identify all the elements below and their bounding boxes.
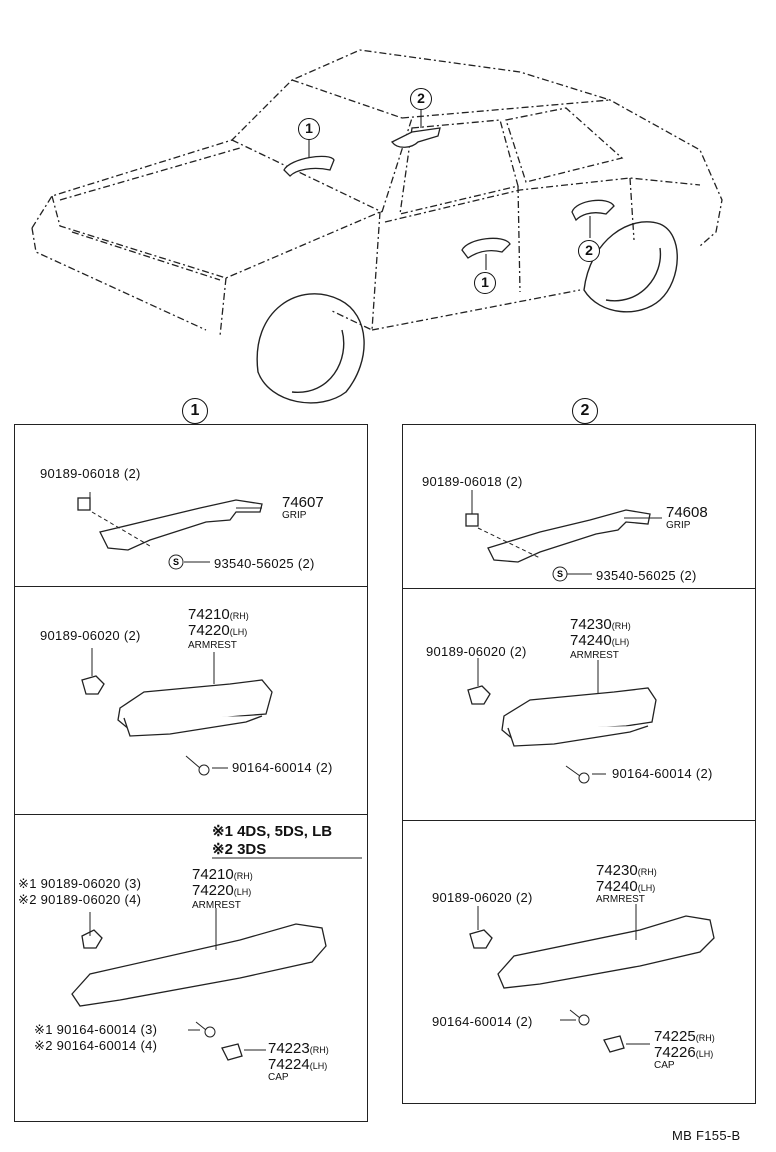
right-cap-lh: 74226(LH) [654, 1044, 713, 1061]
callout-1-door: 1 [474, 272, 496, 294]
left-arm1-rh-suffix: (RH) [229, 611, 249, 621]
left-cap-lh: 74224(LH) [268, 1056, 327, 1073]
right-arm2-rh-suffix: (RH) [637, 867, 657, 877]
left-arm2-rh-suffix: (RH) [233, 871, 253, 881]
right-arm2-lh: 74240(LH) [596, 878, 655, 895]
left-arm2-screw2: ※2 90164-60014 (4) [34, 1038, 158, 1053]
right-arm1-rh: 74230(RH) [570, 616, 631, 633]
note1-text: 4DS, 5DS, LB [237, 823, 333, 840]
footer-code: MB F155-B [672, 1128, 741, 1143]
car-illustration [31, 49, 723, 404]
note2-text: 3DS [237, 841, 267, 858]
right-arm1-clip: 90189-06020 (2) [426, 644, 527, 659]
right-arm1-name: ARMREST [570, 650, 619, 661]
left-cap-lh-suffix: (LH) [309, 1061, 328, 1071]
callout-2-top: 2 [410, 88, 432, 110]
right-arm2-screw: 90164-60014 (2) [432, 1014, 533, 1029]
right-arm2-name: ARMREST [596, 894, 645, 905]
left-arm2-lh-suffix: (LH) [233, 887, 252, 897]
left-arm2-rh-num: 74210 [192, 866, 234, 883]
left-note-2: ※2 3DS [212, 840, 266, 858]
left-arm1-name: ARMREST [188, 640, 237, 651]
right-arm1-rh-num: 74230 [570, 616, 612, 633]
left-arm1-rh-num: 74210 [188, 606, 230, 623]
left-arm2-clip2: ※2 90189-06020 (4) [18, 892, 142, 907]
right-arm2-rh-num: 74230 [596, 862, 638, 879]
right-grip-screw: 90189-06018 (2) [422, 474, 523, 489]
right-arm1-rh-suffix: (RH) [611, 621, 631, 631]
left-arm2-screw1: ※1 90164-60014 (3) [34, 1022, 158, 1037]
right-arm2-clip: 90189-06020 (2) [432, 890, 533, 905]
svg-text:S: S [173, 557, 179, 567]
left-cap-rh-num: 74223 [268, 1040, 310, 1057]
right-divider-1 [402, 588, 756, 589]
callout-1-top: 1 [298, 118, 320, 140]
left-arm1-rh: 74210(RH) [188, 606, 249, 623]
left-divider-1 [14, 586, 368, 587]
left-grip-part: 74607 [282, 494, 324, 511]
right-arm2-rh: 74230(RH) [596, 862, 657, 879]
right-cap-name: CAP [654, 1060, 675, 1071]
left-arm2-name: ARMREST [192, 900, 241, 911]
left-arm1-screw: 90164-60014 (2) [232, 760, 333, 775]
left-cap-rh: 74223(RH) [268, 1040, 329, 1057]
section-1-label: 1 [182, 398, 208, 424]
right-cap-lh-num: 74226 [654, 1044, 696, 1061]
left-arm1-lh-num: 74220 [188, 622, 230, 639]
right-cap-rh: 74225(RH) [654, 1028, 715, 1045]
right-grip-part: 74608 [666, 504, 708, 521]
right-grip-clip: 93540-56025 (2) [596, 568, 697, 583]
callout-2-door: 2 [578, 240, 600, 262]
left-arm2-clip1: ※1 90189-06020 (3) [18, 876, 142, 891]
right-arm1-screw: 90164-60014 (2) [612, 766, 713, 781]
svg-text:S: S [557, 569, 563, 579]
left-panel [14, 424, 368, 1122]
left-grip-name: GRIP [282, 510, 307, 521]
left-divider-2 [14, 814, 368, 815]
right-arm1-lh-num: 74240 [570, 632, 612, 649]
left-grip-clip: 93540-56025 (2) [214, 556, 315, 571]
left-cap-lh-num: 74224 [268, 1056, 310, 1073]
right-arm2-lh-num: 74240 [596, 878, 638, 895]
right-cap-rh-num: 74225 [654, 1028, 696, 1045]
left-arm1-lh-suffix: (LH) [229, 627, 248, 637]
right-cap-rh-suffix: (RH) [695, 1033, 715, 1043]
left-arm2-rh: 74210(RH) [192, 866, 253, 883]
left-arm2-lh-num: 74220 [192, 882, 234, 899]
right-divider-2 [402, 820, 756, 821]
right-arm2-lh-suffix: (LH) [637, 883, 656, 893]
left-cap-name: CAP [268, 1072, 289, 1083]
right-grip-name: GRIP [666, 520, 691, 531]
left-cap-rh-suffix: (RH) [309, 1045, 329, 1055]
right-arm1-lh-suffix: (LH) [611, 637, 630, 647]
right-panel [402, 424, 756, 1104]
left-note-1: ※1 4DS, 5DS, LB [212, 822, 332, 840]
left-arm1-lh: 74220(LH) [188, 622, 247, 639]
note1-mark: ※1 [212, 823, 233, 840]
right-cap-lh-suffix: (LH) [695, 1049, 714, 1059]
left-arm1-clip: 90189-06020 (2) [40, 628, 141, 643]
section-2-label: 2 [572, 398, 598, 424]
note2-mark: ※2 [212, 841, 233, 858]
left-arm2-lh: 74220(LH) [192, 882, 251, 899]
left-grip-screw: 90189-06018 (2) [40, 466, 141, 481]
right-arm1-lh: 74240(LH) [570, 632, 629, 649]
